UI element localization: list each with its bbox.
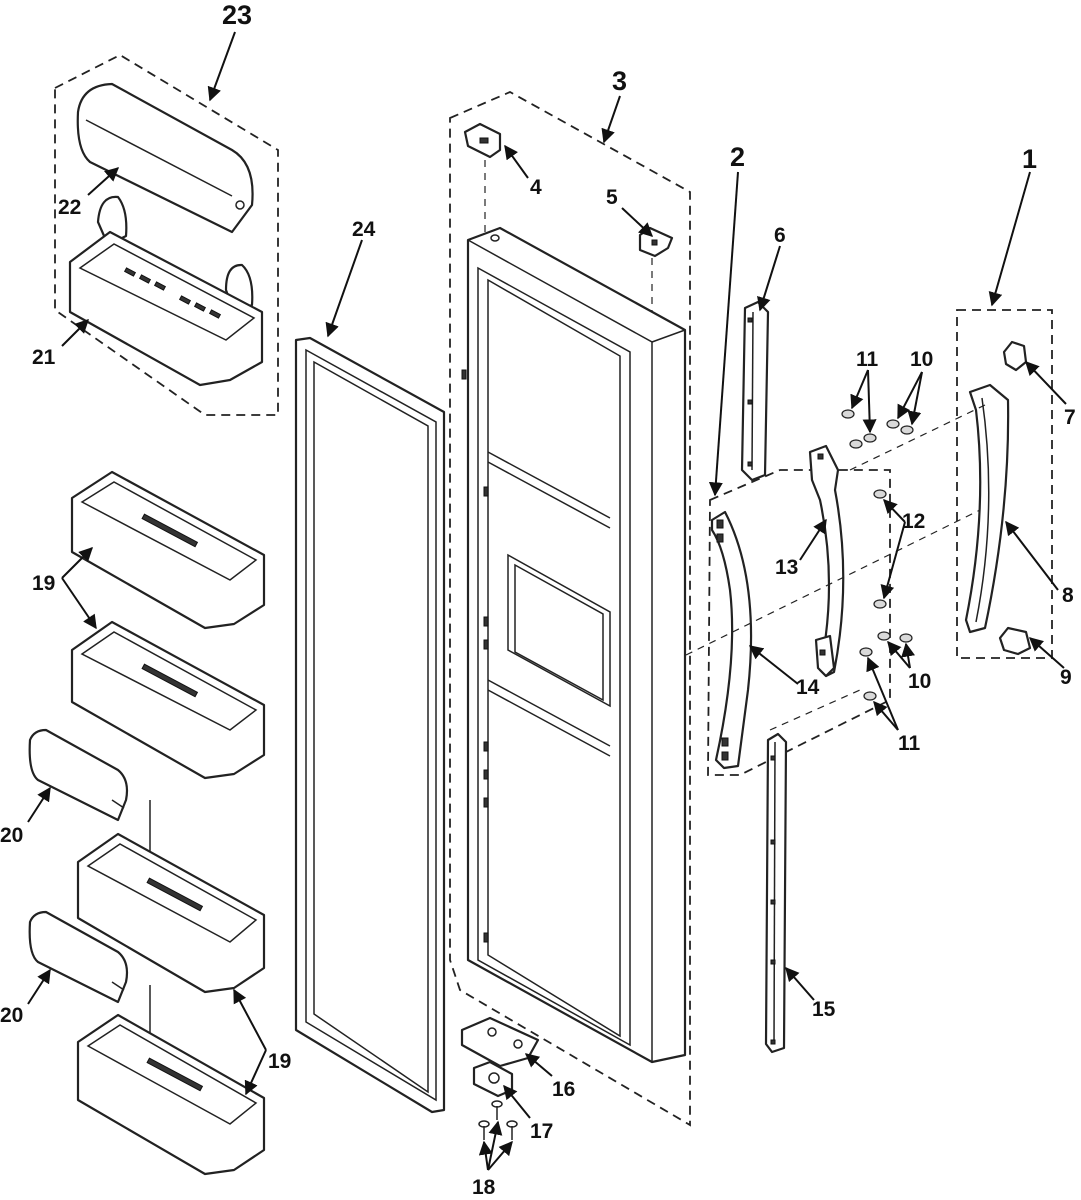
callout-10-lower: 10 [908, 670, 931, 693]
callout-14: 14 [796, 676, 820, 699]
callout-15: 15 [812, 998, 836, 1021]
part-14-door-handle[interactable] [710, 510, 753, 770]
callout-11-upper: 11 [856, 348, 879, 371]
callout-17: 17 [530, 1120, 553, 1143]
part-10-screws-lower[interactable] [859, 631, 913, 657]
part-22-bin-cover[interactable] [76, 82, 254, 234]
callout-11-lower: 11 [898, 732, 921, 755]
bin-21-vent-slots [123, 267, 222, 319]
callout-2: 2 [730, 142, 745, 172]
callout-3: 3 [612, 66, 627, 96]
part-16-lower-hinge-plate[interactable] [460, 1016, 540, 1068]
callout-19-upper: 19 [32, 572, 55, 595]
part-12-screws[interactable] [873, 489, 887, 609]
callout-5: 5 [606, 186, 618, 209]
callout-19-lower: 19 [268, 1050, 291, 1073]
part-6-handle-trim-upper[interactable] [740, 300, 770, 482]
part-19-bin-upper[interactable] [70, 470, 266, 630]
part-5-bracket[interactable] [638, 226, 674, 258]
part-11-screws-upper[interactable] [841, 409, 877, 449]
callout-24: 24 [352, 218, 376, 241]
part-19-bin-second[interactable] [70, 620, 266, 780]
part-10-screws-upper[interactable] [886, 419, 914, 435]
part-3-door-body[interactable] [461, 226, 687, 1064]
part-19-bin-bottom[interactable] [76, 1013, 266, 1176]
part-17-hinge-bracket[interactable] [472, 1060, 514, 1098]
part-18-screws[interactable] [478, 1100, 518, 1140]
group-2-dashed-outline [707, 469, 891, 776]
part-8-handle-cover[interactable] [964, 383, 1010, 634]
callout-6: 6 [774, 224, 786, 247]
part-20-bin-cover-upper[interactable] [28, 728, 129, 822]
callout-10-upper: 10 [910, 348, 933, 371]
part-7-clip-upper[interactable] [1002, 340, 1028, 372]
callout-18: 18 [472, 1176, 496, 1199]
callout-21: 21 [32, 346, 56, 369]
part-13-handle-bracket[interactable] [808, 444, 845, 678]
callout-13: 13 [775, 556, 798, 579]
callout-20-upper: 20 [0, 824, 23, 847]
part-15-handle-trim-lower[interactable] [764, 732, 788, 1054]
part-19-bin-third[interactable] [76, 832, 266, 994]
part-20-bin-cover-lower[interactable] [28, 910, 129, 1004]
group-3-dashed-outline [449, 90, 691, 1127]
callout-22: 22 [58, 196, 81, 219]
callout-7: 7 [1064, 406, 1076, 429]
callout-4: 4 [530, 176, 542, 199]
part-9-clip-lower[interactable] [998, 626, 1032, 656]
callout-9: 9 [1060, 666, 1072, 689]
callout-23: 23 [222, 0, 252, 30]
part-4-upper-hinge[interactable] [463, 122, 502, 159]
callout-20-lower: 20 [0, 1004, 23, 1027]
part-11-screws-lower[interactable] [863, 691, 877, 701]
callout-16: 16 [552, 1078, 575, 1101]
part-21-bin[interactable] [68, 195, 264, 387]
callout-1: 1 [1022, 144, 1037, 174]
group-1-dashed-outline [956, 309, 1053, 659]
part-24-door-gasket[interactable] [294, 336, 446, 1114]
callout-12: 12 [902, 510, 925, 533]
callout-8: 8 [1062, 584, 1074, 607]
